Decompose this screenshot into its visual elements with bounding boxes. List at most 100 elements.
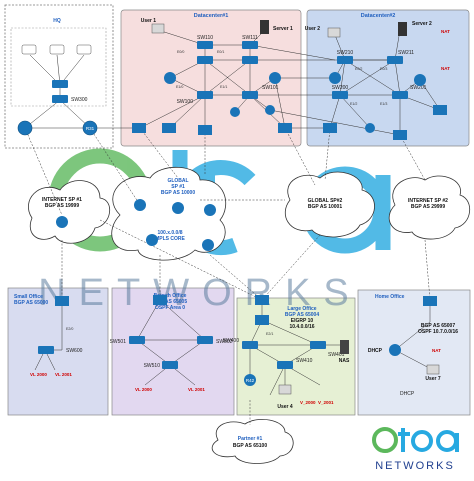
hq-phone-icons: [21, 44, 92, 55]
nas-icon[interactable]: [340, 340, 349, 354]
home-office-zone: [357, 289, 471, 416]
sw111-label: SW111: [242, 35, 258, 41]
user4-label: User 4: [277, 404, 293, 410]
sw201-icon[interactable]: [392, 91, 408, 99]
large-vlan-2001: V_2001: [318, 400, 334, 405]
gsp1-pe-c-icon[interactable]: [146, 234, 158, 246]
small-vlan-2001: VL 2001: [55, 372, 72, 377]
home-office-ospf: OSPF 10.7.0.0/16: [418, 329, 458, 335]
if-label: E1/0: [176, 85, 183, 89]
small-office-zone: [7, 287, 109, 416]
large-office-prefix: 10.4.0.0/16: [289, 324, 314, 330]
dc1-edge-router-c-icon[interactable]: [198, 125, 212, 135]
hq-router-a-icon[interactable]: [17, 120, 33, 136]
large-office-router-b-icon[interactable]: [255, 315, 269, 325]
dc1-router-d-icon[interactable]: [265, 105, 275, 115]
sw110-icon[interactable]: [197, 41, 213, 49]
sw600-icon[interactable]: [38, 346, 54, 354]
gsp1-pe-d-icon[interactable]: [202, 239, 214, 251]
r42-icon[interactable]: [244, 374, 256, 386]
sw111-icon[interactable]: [242, 41, 258, 49]
sw211-icon[interactable]: [387, 56, 403, 64]
r31-icon[interactable]: [82, 120, 98, 136]
dc2-router-c-icon[interactable]: [365, 123, 375, 133]
partner-as: BGP AS 65100: [233, 443, 267, 449]
sw110-label: SW110: [197, 35, 213, 41]
home-office-router-icon[interactable]: [423, 296, 437, 306]
if-label: E0/2: [355, 67, 362, 71]
gsp1-pe-b-icon[interactable]: [204, 204, 216, 216]
dc1-edge-router-d-icon[interactable]: [278, 123, 292, 133]
partner-title: Partner #1: [238, 436, 263, 442]
home-dhcp-router-icon[interactable]: [389, 344, 401, 356]
sw300-label: SW300: [71, 97, 88, 103]
dc2-router-a-icon[interactable]: [329, 72, 341, 84]
dc1-edge-router-b-icon[interactable]: [162, 123, 176, 133]
sw400-label: SW400: [223, 338, 240, 344]
small-office-as: BGP AS 65000: [14, 300, 48, 306]
sw501-icon[interactable]: [129, 336, 145, 344]
gsp1-pe-a-icon[interactable]: [134, 199, 146, 211]
isp1-router-icon[interactable]: [56, 216, 68, 228]
sw410-icon[interactable]: [277, 361, 293, 369]
home-office-as: BGP AS 65007: [421, 323, 455, 329]
home-dhcp-label: DHCP: [368, 348, 383, 354]
dc2-edge-router-c-icon[interactable]: [433, 105, 447, 115]
dc1-agg-switch-b-icon[interactable]: [242, 56, 258, 64]
if-label: E0/0: [177, 50, 184, 54]
large-office-eigrp: EIGRP 10: [291, 318, 314, 324]
large-office-router-a-icon[interactable]: [255, 295, 269, 305]
sw200-icon[interactable]: [332, 91, 348, 99]
if-label: E0/3: [380, 67, 387, 71]
sw211-label: SW211: [398, 50, 414, 56]
dc2-edge-router-a-icon[interactable]: [323, 123, 337, 133]
user1-label: User 1: [141, 18, 157, 24]
sw100-icon[interactable]: [197, 91, 213, 99]
user2-label: User 2: [305, 26, 321, 32]
small-office-router-icon[interactable]: [55, 296, 69, 306]
if-label: E2/1: [266, 332, 273, 336]
user2-pc-icon[interactable]: [327, 27, 341, 38]
sw401-icon[interactable]: [310, 341, 326, 349]
server2-icon[interactable]: [398, 22, 407, 36]
gsp2-as: BGP AS 10001: [308, 204, 342, 210]
dc1-agg-switch-a-icon[interactable]: [197, 56, 213, 64]
gsp1-as: BGP AS 10000: [161, 190, 195, 196]
sp-routers: [56, 199, 216, 251]
isp2-title: INTERNET SP #2: [408, 198, 448, 204]
sw400-icon[interactable]: [242, 341, 258, 349]
branch-office-ospf: OSPF Area 0: [155, 305, 185, 311]
sw300-icon[interactable]: [52, 95, 68, 103]
server1-icon[interactable]: [260, 20, 269, 34]
dc1-router-b-icon[interactable]: [269, 72, 281, 84]
cloud-global-sp1: GLOBAL SP #1 BGP AS 10000 100.x.0.0/8 MP…: [111, 166, 227, 261]
sw510-icon[interactable]: [162, 361, 178, 369]
large-office-as: BGP AS 65004: [285, 312, 319, 318]
sw410-label: SW410: [296, 358, 313, 364]
branch-router-icon[interactable]: [153, 295, 167, 305]
gsp1-sp: SP #1: [171, 184, 185, 190]
nat-label-dc2-a: NAT: [441, 29, 450, 34]
hq-inner-zone: [10, 27, 107, 107]
sw101-icon[interactable]: [242, 91, 258, 99]
if-label: E1/2: [350, 102, 357, 106]
mpls-prefix: 100.x.0.0/8: [157, 230, 182, 236]
small-office-title: Small Office: [14, 294, 43, 300]
user4-pc-icon[interactable]: [278, 384, 292, 395]
dc2-edge-router-b-icon[interactable]: [393, 130, 407, 140]
dc1-router-a-icon[interactable]: [164, 72, 176, 84]
user7-pc-icon[interactable]: [426, 364, 440, 375]
user1-pc-icon[interactable]: [151, 23, 165, 34]
hq-access-switch-icon[interactable]: [52, 80, 68, 88]
logo-networks-text: NETWORKS: [375, 460, 455, 472]
mpls-core: MPLS CORE: [155, 236, 185, 242]
nas-label: NAS: [339, 358, 350, 364]
dc1-edge-router-a-icon[interactable]: [132, 123, 146, 133]
gsp1-p-icon[interactable]: [172, 202, 184, 214]
cloud-partner: Partner #1 BGP AS 65100: [211, 419, 294, 464]
dc2-router-b-icon[interactable]: [414, 74, 426, 86]
sw210-icon[interactable]: [337, 56, 353, 64]
large-office-zone: [236, 297, 356, 416]
dc1-router-c-icon[interactable]: [230, 107, 240, 117]
sw502-icon[interactable]: [197, 336, 213, 344]
